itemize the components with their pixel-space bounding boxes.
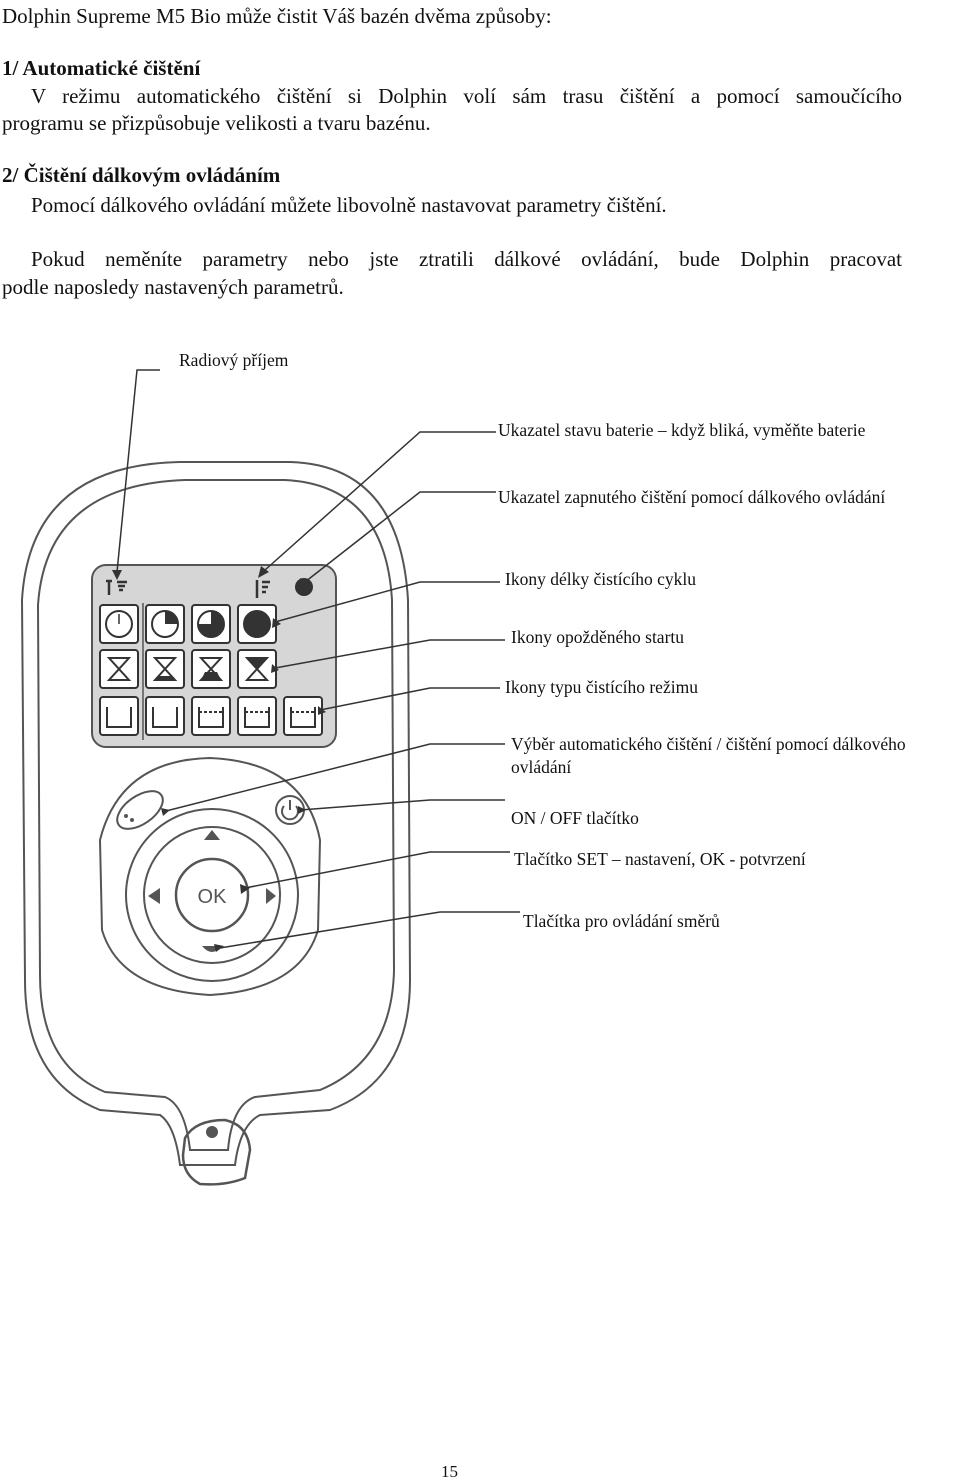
remote-inner-shell <box>36 479 396 1151</box>
intro-text: Dolphin Supreme M5 Bio může čistit Váš b… <box>2 4 552 28</box>
section1-line2: programu se přizpůsobuje velikosti a tva… <box>2 111 431 135</box>
page-number: 15 <box>441 1462 458 1481</box>
remote-outer-shell <box>20 461 412 1166</box>
label-set-button: Tlačítko SET – nastavení, OK - potvrzení <box>514 849 806 869</box>
label-mode-icons: Ikony typu čistícího režimu <box>505 677 698 697</box>
label-battery-indicator: Ukazatel stavu baterie – když bliká, vym… <box>498 420 866 440</box>
label-remote-indicator: Ukazatel zapnutého čištění pomocí dálkov… <box>498 487 886 507</box>
radio-signal-icon <box>106 579 127 595</box>
mode-select-button <box>116 790 164 830</box>
label-cycle-icons: Ikony délky čistícího cyklu <box>505 569 697 589</box>
note-line1: Pokud neměníte parametry nebo jste ztrat… <box>31 247 902 271</box>
arrow-right-icon <box>266 888 276 904</box>
button-bezel <box>98 756 322 997</box>
label-radio-reception: Radiový příjem <box>179 350 289 370</box>
section2-line1: Pomocí dálkového ovládání můžete libovol… <box>31 193 667 217</box>
cleaning-mode-icons <box>99 696 323 736</box>
label-direction-buttons: Tlačítka pro ovládání směrů <box>523 911 720 931</box>
section1-line1: V režimu automatického čištění si Dolphi… <box>31 84 902 108</box>
delay-start-icons <box>99 649 277 689</box>
arrow-left-icon <box>148 888 160 904</box>
label-mode-select-line2: ovládání <box>511 757 572 777</box>
remote-mode-indicator-icon <box>255 580 270 598</box>
ok-button-label: OK <box>198 886 228 908</box>
label-onoff-button: ON / OFF tlačítko <box>511 808 639 828</box>
strap-hole <box>181 1118 252 1186</box>
ok-button <box>174 857 250 933</box>
label-mode-select-line1: Výběr automatického čištění / čištění po… <box>511 734 906 754</box>
section2-heading: 2/ Čištění dálkovým ovládáním <box>2 163 281 187</box>
section1-heading: 1/ Automatické čištění <box>2 56 201 80</box>
dpad-ring <box>125 808 299 982</box>
label-delay-icons: Ikony opožděného startu <box>511 627 685 647</box>
arrow-up-icon <box>204 830 220 840</box>
note-line2: podle naposledy nastavených parametrů. <box>2 275 344 299</box>
